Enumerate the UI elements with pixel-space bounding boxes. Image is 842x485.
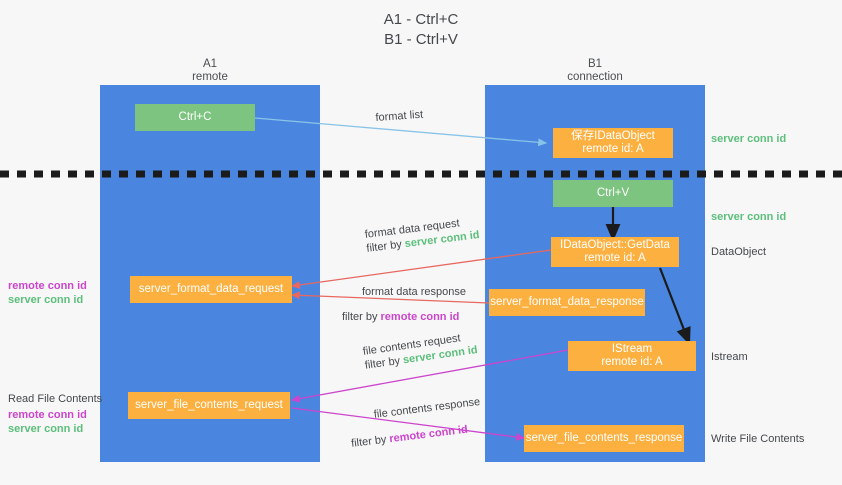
node-istream-line1: IStream [611,342,653,355]
node-server-file-contents-request[interactable]: server_file_contents_request [128,392,290,419]
node-idataobject-getdata-line1: IDataObject::GetData [560,238,670,251]
right-label-write-file-contents: Write File Contents [711,433,805,445]
edge-label-format-list-text: format list [375,108,424,124]
edge-label-format-data-response-filter: filter by remote conn id [342,310,466,324]
column-header-a1-sub: remote [192,71,228,83]
column-header-a1: A1 remote [100,58,320,84]
diagram-title: A1 - Ctrl+C B1 - Ctrl+V [0,10,842,50]
edge-label-file-contents-request: file contents request filter by server c… [362,329,479,373]
right-label-server-conn-id-2: server conn id [711,211,787,223]
edge-label-file-contents-response: file contents response filter by remote … [350,395,484,450]
filter-by-text: filter by [350,433,391,450]
node-idataobject-getdata-line2: remote id: A [584,252,646,264]
filter-by-text: filter by [342,311,381,323]
edge-label-format-list: format list [375,108,424,125]
node-server-file-contents-response[interactable]: server_file_contents_response [524,425,684,452]
node-save-idataobject[interactable]: 保存IDataObject remote id: A [553,128,673,158]
edge-label-format-data-response: format data response filter by remote co… [342,285,466,324]
edge-label-format-data-request: format data request filter by server con… [364,214,480,256]
node-ctrl-c[interactable]: Ctrl+C [135,104,255,131]
left-label-remote-conn-id: remote conn id [8,409,87,421]
left-label-format-conn-ids: remote conn id server conn id [8,279,87,307]
right-label-server-conn-id-1: server conn id [711,133,787,145]
edge-label-file-contents-response-line1: file contents response [373,395,481,421]
edge-label-format-data-response-line1: format data response [362,286,466,298]
node-server-file-contents-response-label: server_file_contents_response [525,431,683,444]
left-label-read-file-contents-group: Read File Contents remote conn id server… [8,392,102,436]
node-server-format-data-response[interactable]: server_format_data_response [489,289,645,316]
title-line-2: B1 - Ctrl+V [384,31,458,48]
node-save-idataobject-line1: 保存IDataObject [571,129,655,142]
right-label-dataobject: DataObject [711,246,767,258]
node-server-file-contents-request-label: server_file_contents_request [135,398,283,411]
title-line-1: A1 - Ctrl+C [383,11,459,28]
node-idataobject-getdata[interactable]: IDataObject::GetData remote id: A [551,237,679,267]
filter-by-text: filter by [365,238,406,255]
column-header-a1-name: A1 [202,58,218,70]
node-server-format-data-request[interactable]: server_format_data_request [130,276,292,303]
column-header-b1-sub: connection [567,71,623,83]
node-ctrl-v[interactable]: Ctrl+V [553,180,673,207]
column-header-b1: B1 connection [485,58,705,84]
node-ctrl-v-label: Ctrl+V [596,186,630,199]
left-label-read-file-contents: Read File Contents [8,393,103,405]
node-istream[interactable]: IStream remote id: A [568,341,696,371]
node-server-format-data-request-label: server_format_data_request [138,282,284,295]
left-label-server-conn-id: server conn id [8,294,84,306]
node-ctrl-c-label: Ctrl+C [178,110,212,123]
node-server-format-data-response-label: server_format_data_response [490,295,644,308]
column-header-b1-name: B1 [587,58,603,70]
edge-label-file-contents-response-filter: filter by remote conn id [350,421,484,451]
left-label-server-conn-id: server conn id [8,423,84,435]
filter-key-remote-conn-id: remote conn id [388,423,469,446]
filter-by-text: filter by [364,354,404,372]
node-save-idataobject-line2: remote id: A [582,143,644,155]
right-label-istream: Istream [711,351,748,363]
filter-key-remote-conn-id: remote conn id [380,311,460,323]
node-istream-line2: remote id: A [601,356,663,368]
left-label-remote-conn-id: remote conn id [8,280,87,292]
